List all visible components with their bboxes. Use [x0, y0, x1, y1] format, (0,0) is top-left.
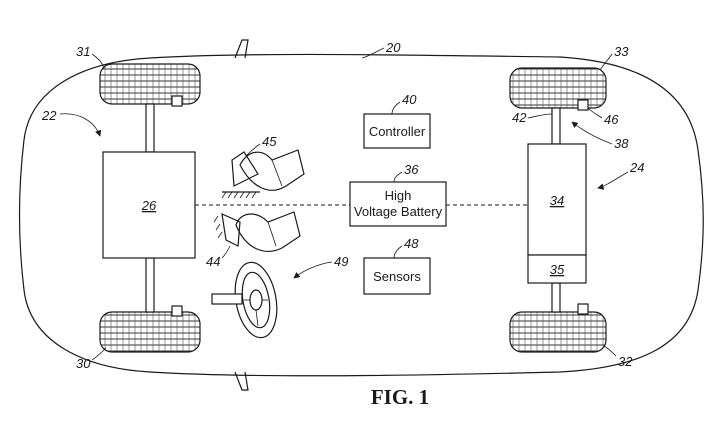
ref-battery: 36 — [404, 162, 419, 177]
leader-sensors — [393, 245, 403, 259]
leader-tire-rear-right — [603, 345, 617, 357]
leader-steering — [293, 261, 333, 279]
leader-accel-pedal — [221, 245, 231, 259]
leader-rear-drive — [571, 121, 613, 145]
battery-label-line1: High — [385, 188, 412, 203]
ref-tire-rear-left: 33 — [614, 44, 629, 59]
ref-tire-rear-right: 32 — [618, 354, 633, 369]
rear-motor-label: 34 — [550, 193, 564, 208]
tire-rear-left — [509, 67, 607, 111]
ref-vehicle: 20 — [385, 40, 401, 55]
mirror-bottom — [234, 371, 249, 391]
leader-controller — [391, 101, 401, 115]
ref-rear-drive: 38 — [614, 136, 629, 151]
controller-box — [363, 113, 431, 149]
tire-front-left — [99, 63, 201, 107]
sensors-label: Sensors — [373, 269, 421, 284]
ref-controller: 40 — [402, 92, 417, 107]
accel-pedal-foot — [213, 211, 301, 252]
leader-rear-sensor — [587, 107, 603, 119]
controller-label: Controller — [369, 124, 426, 139]
leader-rear-axle-assembly — [597, 171, 629, 190]
steering-wheel — [211, 261, 278, 339]
ref-rear-axle-assembly: 24 — [629, 160, 644, 175]
leader-tire-front-left — [91, 53, 105, 69]
front-motor-label: 26 — [141, 198, 157, 213]
leader-front-axle — [59, 113, 102, 137]
sensors-box — [363, 257, 431, 295]
ref-sensors: 48 — [404, 236, 419, 251]
rear-unit-box — [527, 254, 587, 284]
ref-brake-pedal: 45 — [262, 134, 277, 149]
figure-caption: FIG. 1 — [371, 385, 429, 409]
leader-rear-axle — [527, 113, 553, 119]
ref-accel-pedal: 44 — [206, 254, 220, 269]
leader-battery — [393, 171, 403, 183]
ref-rear-sensor: 46 — [604, 112, 619, 127]
brake-pedal-foot — [221, 149, 305, 199]
leader-tire-rear-left — [599, 53, 613, 71]
mirror-top — [234, 39, 249, 59]
battery-label-line2: Voltage Battery — [354, 204, 443, 219]
leader-tire-front-right — [91, 347, 107, 361]
ref-steering: 49 — [334, 254, 348, 269]
rear-unit-label: 35 — [550, 262, 565, 277]
leader-brake-pedal — [245, 143, 261, 157]
front-motor-box — [102, 151, 196, 259]
vehicle-body-outline — [18, 53, 704, 377]
battery-box — [349, 181, 447, 227]
leader-vehicle — [361, 47, 385, 59]
tire-front-right — [99, 305, 201, 353]
ref-rear-axle: 42 — [512, 110, 527, 125]
ref-tire-front-left: 31 — [76, 44, 90, 59]
ref-front-axle: 22 — [41, 108, 57, 123]
ref-tire-front-right: 30 — [76, 356, 91, 371]
